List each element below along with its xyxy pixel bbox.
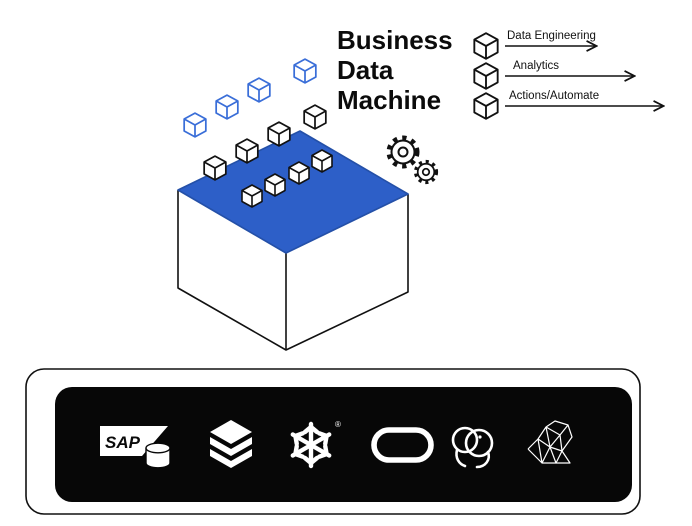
data-cube-icon <box>235 138 259 164</box>
data-cube-icon <box>473 92 499 120</box>
flow-list: Data Engineering Analytics Actions/Autom… <box>473 30 663 120</box>
data-cube-icon <box>203 155 227 181</box>
data-cube-icon <box>215 94 239 120</box>
data-cube-icon <box>264 173 286 197</box>
databricks-logo <box>210 420 252 468</box>
data-cube-icon <box>303 104 327 130</box>
gear-icon <box>413 159 439 185</box>
platform-bar <box>55 387 632 502</box>
title-line-2: Data <box>337 54 394 85</box>
page-title: Business Data Machine <box>337 25 453 116</box>
data-cube-icon <box>293 58 317 84</box>
sap-text: SAP <box>105 433 141 452</box>
sap-shape <box>100 426 168 456</box>
flow-label-actions-automate: Actions/Automate <box>509 90 599 102</box>
postgresql-logo <box>451 426 494 469</box>
gears-icon <box>386 135 439 185</box>
title-line-3: Machine <box>337 84 442 115</box>
flow-label-analytics: Analytics <box>513 60 559 72</box>
machine-box <box>177 130 409 351</box>
snowflake-logo: ® <box>290 420 341 469</box>
platform-slab: SAP <box>25 368 641 515</box>
oracle-logo <box>371 427 434 463</box>
blue-cube-row <box>183 58 317 138</box>
data-cube-icon <box>473 62 499 90</box>
gear-icon <box>386 135 420 169</box>
flow-label-data-engineering: Data Engineering <box>507 30 596 42</box>
data-cube-icon <box>288 161 310 185</box>
data-cube-icon <box>311 149 333 173</box>
data-cube-icon <box>267 121 291 147</box>
data-cube-icon <box>183 112 207 138</box>
wireframe-mesh-logo <box>527 420 573 464</box>
data-cube-icon <box>247 77 271 103</box>
data-cube-icon <box>473 32 499 60</box>
registered-mark: ® <box>335 420 341 429</box>
database-cylinder-icon <box>145 442 171 469</box>
data-cube-icon <box>241 184 263 208</box>
machine-top-face <box>177 130 409 254</box>
title-line-1: Business <box>337 25 453 55</box>
sap-logo: SAP <box>100 426 171 469</box>
